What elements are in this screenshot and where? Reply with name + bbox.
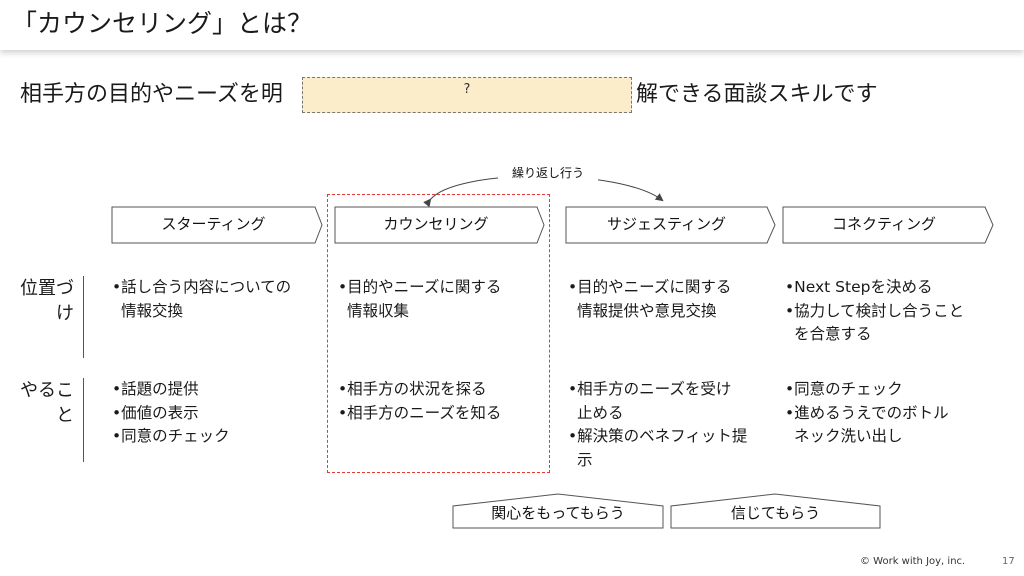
bottom-shape-2 xyxy=(670,493,881,529)
step-shape-3 xyxy=(565,206,776,244)
cell-todo-suggesting: •相手方のニーズを受け 止める •解決策のベネフィット提 示 xyxy=(568,380,748,469)
step-shape-2 xyxy=(334,206,545,244)
cell-todo-connecting: •同意のチェック •進めるうえでのボトル ネック洗い出し xyxy=(785,380,949,445)
row-label-todo: やること xyxy=(20,380,74,426)
step-connecting: コネクティング xyxy=(831,215,937,233)
cell-positioning-connecting: •Next Stepを決める •協力して検討し合うこと を合意する xyxy=(785,278,965,343)
cell-todo-counseling: •相手方の状況を探る •相手方のニーズを知る xyxy=(338,380,502,422)
blank-question-mark: ? xyxy=(463,82,471,97)
cell-positioning-starting: •話し合う内容についての 情報交換 xyxy=(112,278,292,320)
lead-text-before: 相手方の目的やニーズを明 xyxy=(20,82,283,107)
title-bar: 「カウンセリング」とは？ xyxy=(0,0,1024,50)
bottom-label-trust: 信じてもらう xyxy=(730,504,821,522)
step-counseling: カウンセリング xyxy=(383,215,489,233)
step-shape-1 xyxy=(111,206,323,244)
step-starting: スターティング xyxy=(161,215,266,233)
page-title: 「カウンセリング」とは？ xyxy=(12,9,313,38)
loop-label: 繰り返し行う xyxy=(498,164,598,181)
lead-text-after: 解できる面談スキルです xyxy=(636,82,878,107)
step-shape-4 xyxy=(782,206,994,244)
step-suggesting: サジェスティング xyxy=(606,215,727,233)
cell-positioning-counseling: •目的やニーズに関する 情報収集 xyxy=(338,278,502,320)
counseling-highlight-box xyxy=(327,194,550,473)
bottom-label-interest: 関心をもってもらう xyxy=(491,504,625,522)
copyright-footer: © Work with Joy, inc. xyxy=(860,556,966,567)
row-label-positioning: 位置づけ xyxy=(20,278,74,324)
bottom-shape-1 xyxy=(452,493,664,529)
fill-in-blank-box: ? xyxy=(302,77,632,113)
cell-todo-starting: •話題の提供 •価値の表示 •同意のチェック xyxy=(112,380,230,445)
cell-positioning-suggesting: •目的やニーズに関する 情報提供や意見交換 xyxy=(568,278,732,320)
page-number: 17 xyxy=(1002,556,1015,567)
row-divider-1 xyxy=(83,276,84,358)
row-divider-2 xyxy=(83,378,84,462)
